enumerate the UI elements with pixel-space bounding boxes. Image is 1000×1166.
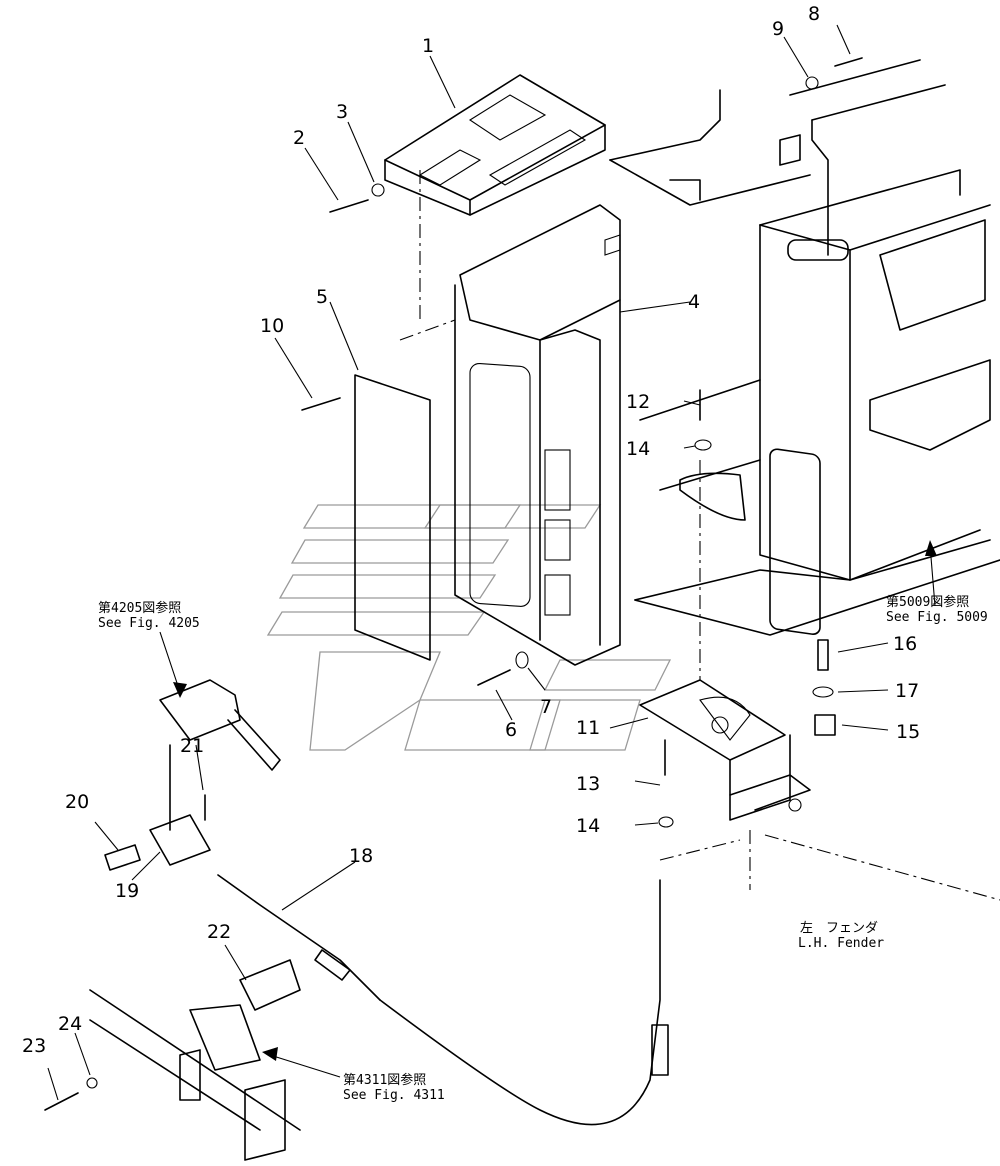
ref-fig-5009-en: See Fig. 5009 [886,610,988,625]
side-plate [354,374,431,661]
label-part-11: 11 [576,717,600,739]
leader-lines [47,24,936,1101]
reference-arrows [173,540,937,1061]
label-part-17: 17 [895,680,919,702]
fender-label-en: L.H. Fender [798,936,884,951]
label-part-14-upper: 14 [626,438,650,460]
watermark-logo [266,504,672,751]
part-labels: 1 2 3 4 5 6 7 8 9 10 11 12 13 14 14 15 1… [22,3,920,1057]
label-part-2: 2 [293,127,305,149]
washer-14-upper [694,439,712,451]
label-part-7: 7 [540,696,552,718]
lower-frame [89,959,301,1161]
label-part-1: 1 [422,35,434,57]
spacer-15 [814,714,836,736]
washer-14-lower [658,816,674,828]
label-part-13: 13 [576,773,600,795]
ref-fig-4311-jp: 第4311図参照 [343,1072,426,1088]
label-part-6: 6 [505,719,517,741]
label-part-18: 18 [349,845,373,867]
label-part-16: 16 [893,633,917,655]
washer-9 [805,76,819,90]
label-part-9: 9 [772,18,784,40]
label-part-19: 19 [115,880,139,902]
washer-17 [812,686,834,698]
label-part-3: 3 [336,101,348,123]
center-lines [399,170,1000,901]
label-part-23: 23 [22,1035,46,1057]
control-cable [217,874,669,1126]
label-part-20: 20 [65,791,89,813]
label-part-10: 10 [260,315,284,337]
top-cover [384,74,606,216]
label-part-4: 4 [688,291,700,313]
fender-frame [609,59,1000,636]
washer-7 [515,651,529,669]
mounting-bracket [639,679,811,821]
reference-notes: 第4205図参照 See Fig. 4205 第5009図参照 See Fig.… [98,594,988,1103]
label-part-15: 15 [896,721,920,743]
label-part-5: 5 [316,286,328,308]
label-part-22: 22 [207,921,231,943]
lever-assembly [104,679,281,871]
console-housing [454,204,621,666]
washer-24 [86,1077,98,1089]
ref-fig-5009-jp: 第5009図参照 [886,594,969,610]
ref-fig-4311-en: See Fig. 4311 [343,1088,445,1103]
label-part-12: 12 [626,391,650,413]
label-part-24: 24 [58,1013,82,1035]
washer-3 [371,183,385,197]
fasteners [44,57,863,1111]
fender-label-jp: 左 フェンダ [800,921,878,936]
ref-fig-4205-en: See Fig. 4205 [98,616,200,631]
label-part-21: 21 [180,735,204,757]
label-part-8: 8 [808,3,820,25]
ref-fig-4205-jp: 第4205図参照 [98,600,181,616]
label-part-14-lower: 14 [576,815,600,837]
